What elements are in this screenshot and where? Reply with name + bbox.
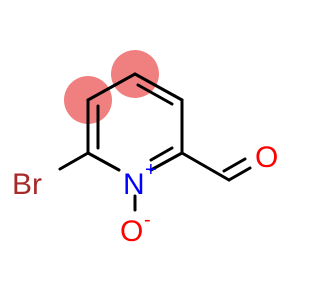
atom-nitrogen-label: N — [123, 168, 145, 201]
bond-c2-cho — [180, 151, 231, 182]
atom-bromine-label: Br — [12, 168, 42, 201]
bond-c5-c6 — [133, 72, 184, 102]
bond-c2-n-inner — [149, 146, 174, 162]
bond-c4-c5 — [86, 72, 137, 102]
molecule-diagram: Br N + O - O — [12, 50, 278, 248]
bond-cho-o — [227, 166, 252, 182]
nitrogen-charge-label: + — [145, 159, 157, 181]
bond-c2-n — [149, 151, 184, 172]
atom-carbonyl-oxygen-label: O — [255, 141, 278, 174]
bond-cho-o-inner — [222, 157, 247, 173]
bond-c3-br — [58, 151, 90, 171]
oxide-charge-label: - — [144, 209, 151, 231]
atom-oxide-oxygen-label: O — [120, 215, 143, 248]
molecule-structure: Br N + O - O — [12, 50, 278, 248]
ring-bonds — [58, 72, 252, 212]
bond-c5-c6-inner — [136, 83, 174, 106]
bond-n-c3 — [86, 151, 121, 172]
